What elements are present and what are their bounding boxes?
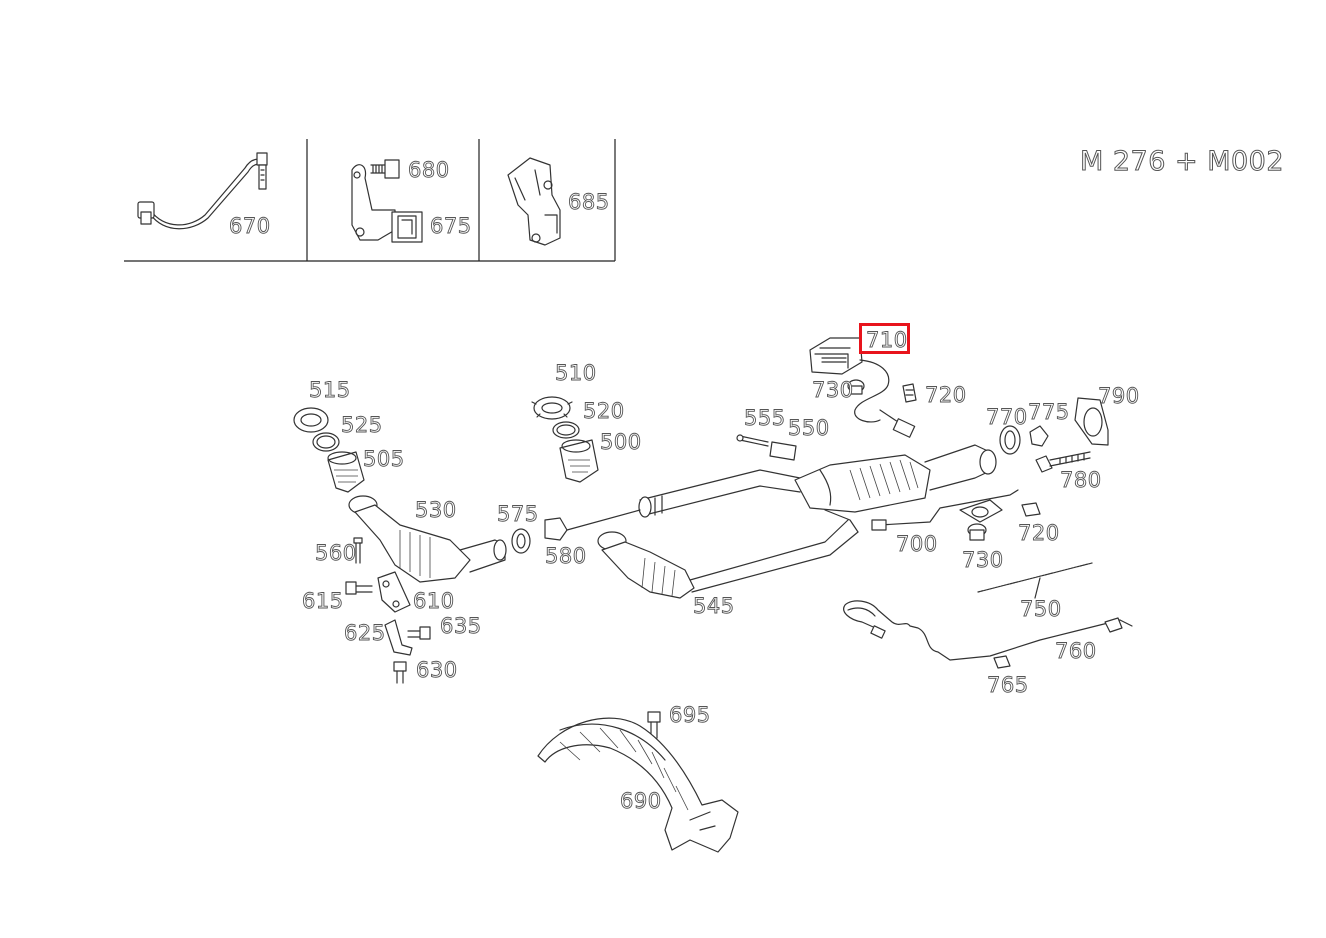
part-575-clamp[interactable] xyxy=(511,528,531,554)
part-615-bolt[interactable] xyxy=(345,581,373,595)
label-635[interactable]: 635 xyxy=(440,614,482,638)
label-550[interactable]: 550 xyxy=(788,416,830,440)
label-515[interactable]: 515 xyxy=(309,378,351,402)
label-580[interactable]: 580 xyxy=(545,544,587,568)
label-675[interactable]: 675 xyxy=(430,214,472,238)
label-545[interactable]: 545 xyxy=(693,594,735,618)
label-690[interactable]: 690 xyxy=(620,789,662,813)
part-685-bracket[interactable] xyxy=(507,157,561,246)
label-765[interactable]: 765 xyxy=(987,673,1029,697)
main-exhaust-pipe[interactable] xyxy=(638,469,859,593)
part-770-clamp[interactable] xyxy=(999,425,1021,455)
part-500-flange-pipe[interactable] xyxy=(559,439,599,483)
label-670[interactable]: 670 xyxy=(229,214,271,238)
label-505[interactable]: 505 xyxy=(363,447,405,471)
part-670-sensor-cable[interactable] xyxy=(137,152,268,230)
part-525-ring[interactable] xyxy=(312,432,340,452)
label-685[interactable]: 685 xyxy=(568,190,610,214)
part-760-temp-sensor-line[interactable] xyxy=(843,600,1133,661)
part-720-clip-top[interactable] xyxy=(902,383,917,403)
label-530[interactable]: 530 xyxy=(415,498,457,522)
label-615[interactable]: 615 xyxy=(302,589,344,613)
label-710[interactable]: 710 xyxy=(866,328,908,352)
label-730-top[interactable]: 730 xyxy=(812,378,854,402)
label-760[interactable]: 760 xyxy=(1055,639,1097,663)
part-510-gasket[interactable] xyxy=(531,396,573,420)
label-520[interactable]: 520 xyxy=(583,399,625,423)
part-730-grommet-lower[interactable] xyxy=(967,523,987,541)
label-750[interactable]: 750 xyxy=(1020,597,1062,621)
part-635-bolt[interactable] xyxy=(407,626,431,640)
part-530-catalytic-converter[interactable] xyxy=(348,495,507,583)
part-750-cable[interactable] xyxy=(977,562,1093,599)
label-680[interactable]: 680 xyxy=(408,158,450,182)
part-765-clip[interactable] xyxy=(993,655,1011,669)
rear-silencer[interactable] xyxy=(794,444,997,533)
part-780-bolt[interactable] xyxy=(1035,451,1091,473)
part-630-bolt[interactable] xyxy=(393,661,407,684)
part-730-grommet-top[interactable] xyxy=(847,379,865,395)
label-555[interactable]: 555 xyxy=(744,406,786,430)
sensor-rear-top[interactable] xyxy=(879,409,916,438)
part-560-bolt[interactable] xyxy=(353,537,363,564)
label-790[interactable]: 790 xyxy=(1098,384,1140,408)
label-510[interactable]: 510 xyxy=(555,361,597,385)
model-code: M 276 + M002 xyxy=(1079,146,1285,178)
part-580-clip[interactable] xyxy=(544,509,641,541)
part-775-nut[interactable] xyxy=(1029,425,1049,447)
label-720-lower[interactable]: 720 xyxy=(1018,521,1060,545)
label-695[interactable]: 695 xyxy=(669,703,711,727)
part-625-bracket[interactable] xyxy=(384,619,413,656)
label-720-top[interactable]: 720 xyxy=(925,383,967,407)
part-550-rubber-mount[interactable] xyxy=(769,441,797,461)
highlight-box-710 xyxy=(859,323,910,354)
label-500[interactable]: 500 xyxy=(600,430,642,454)
part-700-sensor[interactable] xyxy=(871,489,1019,531)
part-710-control-module[interactable] xyxy=(809,337,890,423)
label-560[interactable]: 560 xyxy=(315,541,357,565)
label-730-lower[interactable]: 730 xyxy=(962,548,1004,572)
part-555-bolt[interactable] xyxy=(736,434,769,447)
label-770[interactable]: 770 xyxy=(986,405,1028,429)
part-690-heat-shield[interactable] xyxy=(537,717,739,853)
part-515-gasket[interactable] xyxy=(293,407,329,433)
label-630[interactable]: 630 xyxy=(416,658,458,682)
label-700[interactable]: 700 xyxy=(896,532,938,556)
part-675-bracket[interactable] xyxy=(351,164,423,243)
part-545-catalytic-converter[interactable] xyxy=(597,531,695,599)
part-790-gasket[interactable] xyxy=(1074,397,1109,446)
label-625[interactable]: 625 xyxy=(344,621,386,645)
label-575[interactable]: 575 xyxy=(497,502,539,526)
inset-frame xyxy=(124,139,616,262)
label-775[interactable]: 775 xyxy=(1028,400,1070,424)
part-720-clip-lower[interactable] xyxy=(1021,502,1041,517)
part-505-flange-pipe[interactable] xyxy=(327,451,365,493)
label-780[interactable]: 780 xyxy=(1060,468,1102,492)
label-525[interactable]: 525 xyxy=(341,413,383,437)
part-610-bracket[interactable] xyxy=(377,571,411,613)
part-680-bolt[interactable] xyxy=(370,159,400,179)
part-520-ring[interactable] xyxy=(552,421,580,439)
label-610[interactable]: 610 xyxy=(413,589,455,613)
